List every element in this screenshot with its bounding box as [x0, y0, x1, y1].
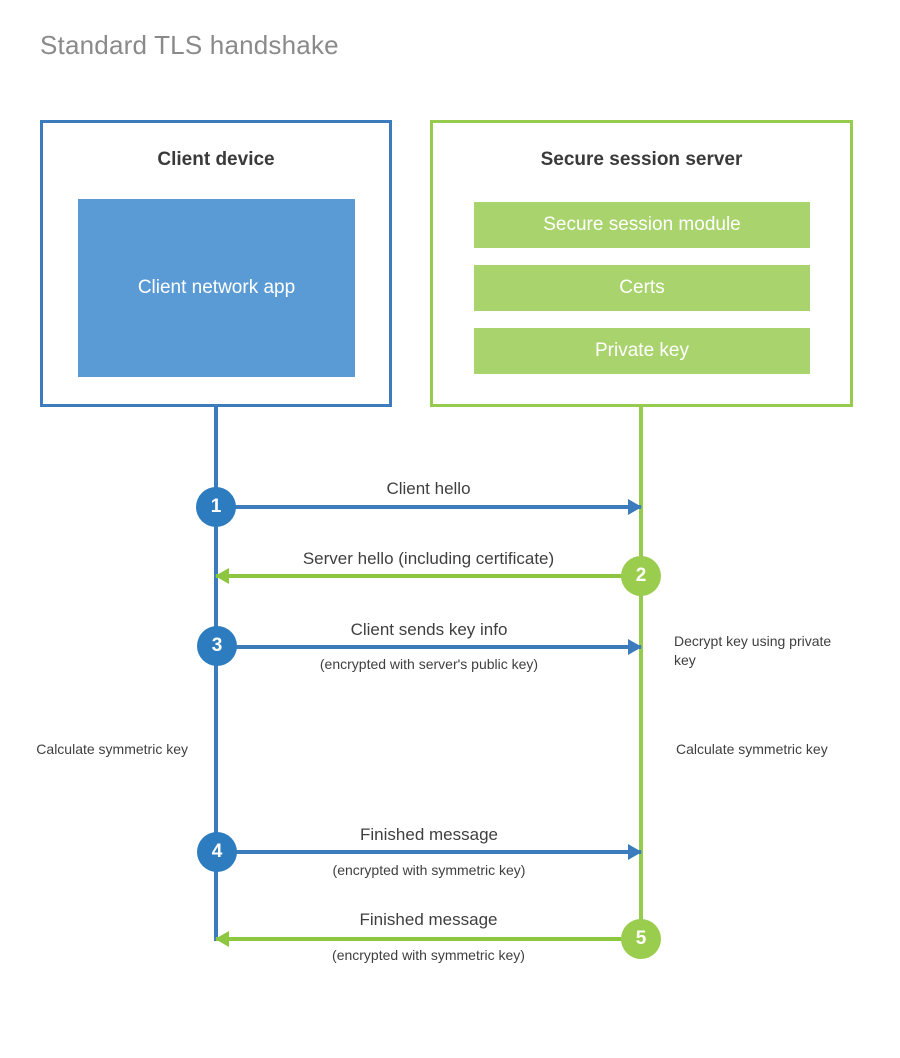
- step-3-label: Client sends key info: [350, 620, 508, 639]
- arrow-head-icon: [628, 844, 642, 860]
- step-4-label: Finished message: [360, 825, 498, 844]
- step-circle-2[interactable]: 2: [621, 556, 661, 596]
- step-circle-5[interactable]: 5: [621, 919, 661, 959]
- arrow-line: [217, 645, 641, 649]
- arrow-head-icon: [628, 499, 642, 515]
- annotation-decrypt-key: Decrypt key using private key: [674, 633, 832, 668]
- client-device-title: Client device: [157, 149, 275, 170]
- server-block-certs: Certs: [474, 265, 810, 311]
- step-2-label: Server hello (including certificate): [302, 549, 555, 568]
- arrow-head-icon: [215, 568, 229, 584]
- server-block-private-key: Private key: [474, 328, 810, 374]
- arrow-line: [216, 505, 641, 509]
- step-5-sublabel: (encrypted with symmetric key): [332, 947, 525, 963]
- annotation-client-calculate-symmetric-key: Calculate symmetric key: [36, 741, 188, 757]
- arrow-step-5: [215, 931, 641, 947]
- arrow-step-3: [217, 639, 642, 655]
- client-network-app-block: Client network app: [78, 199, 355, 377]
- step-1-label: Client hello: [386, 479, 471, 498]
- arrow-step-1: [216, 499, 642, 515]
- step-4-sublabel: (encrypted with symmetric key): [332, 862, 526, 878]
- step-circle-1[interactable]: 1: [196, 487, 236, 527]
- page-title: Standard TLS handshake: [40, 30, 339, 60]
- arrow-step-4: [217, 844, 642, 860]
- server-block-secure-session-module: Secure session module: [474, 202, 810, 248]
- annotation-server-calculate-symmetric-key: Calculate symmetric key: [676, 741, 828, 757]
- secure-session-server-title: Secure session server: [540, 149, 743, 170]
- secure-session-server-box: Secure session server Secure session mod…: [430, 120, 853, 407]
- server-lifeline: [639, 407, 643, 940]
- arrow-step-2: [215, 568, 641, 584]
- arrow-line: [216, 574, 641, 578]
- arrow-line: [216, 937, 641, 941]
- step-circle-4[interactable]: 4: [197, 832, 237, 872]
- step-5-label: Finished message: [359, 910, 498, 929]
- client-lifeline: [214, 407, 218, 941]
- arrow-line: [217, 850, 641, 854]
- arrow-head-icon: [628, 639, 642, 655]
- step-circle-3[interactable]: 3: [197, 626, 237, 666]
- arrow-head-icon: [215, 931, 229, 947]
- step-3-sublabel: (encrypted with server's public key): [319, 656, 539, 672]
- client-device-box: Client device Client network app: [40, 120, 392, 407]
